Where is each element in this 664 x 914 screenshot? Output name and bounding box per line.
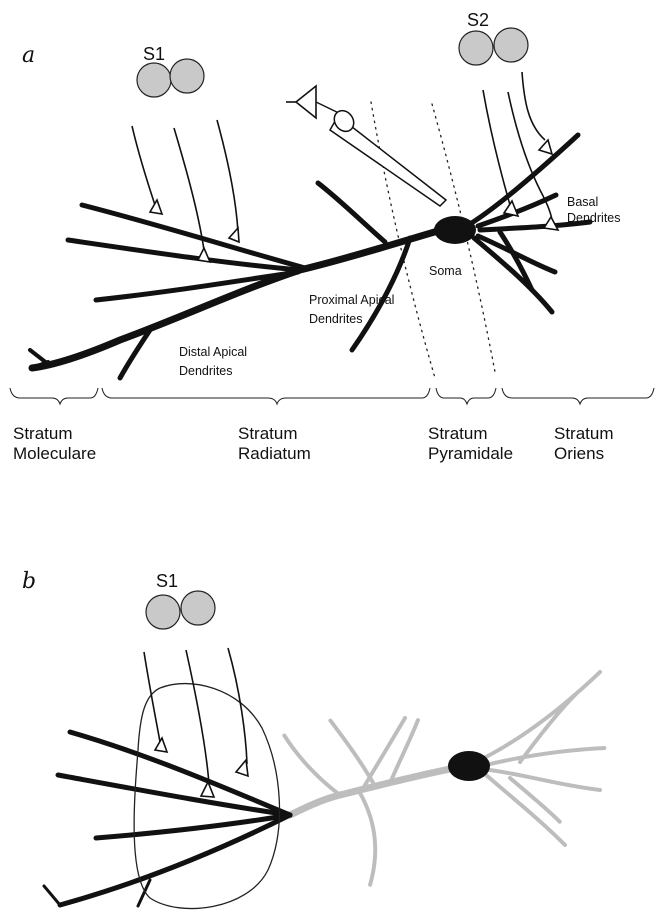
inactive-dendrites-b (284, 672, 605, 885)
brace-oriens (502, 388, 654, 404)
s1-ball-left-a (137, 63, 171, 97)
synapse-icon (229, 228, 239, 242)
proximal-label-line1: Proximal Apical (309, 293, 394, 307)
stratum-oriens-line1: Stratum (554, 424, 614, 443)
panel-b: b S1 (22, 569, 605, 909)
s2-label-a: S2 (467, 10, 489, 30)
synapse-icon (236, 760, 248, 776)
stratum-radiatum-line2: Radiatum (238, 444, 311, 463)
s1-electrode-b: S1 (146, 571, 215, 629)
panel-b-letter: b (22, 569, 36, 594)
distal-label-line1: Distal Apical (179, 345, 247, 359)
basal-label-line2: Dendrites (567, 211, 621, 225)
recording-electrode (286, 86, 446, 206)
brace-moleculare (10, 388, 98, 404)
s1-ball-right-a (170, 59, 204, 93)
amplifier-icon (296, 86, 316, 118)
proximal-branch-1 (318, 183, 385, 242)
synapse-icon (198, 248, 210, 262)
s2-ball-right-a (494, 28, 528, 62)
synapse-icon (539, 140, 552, 154)
soma-b (448, 751, 490, 781)
synapse-icon (504, 201, 518, 216)
soma-a (434, 216, 476, 244)
basal-label-line1: Basal (567, 195, 598, 209)
stratum-braces (10, 388, 654, 404)
stratum-moleculare-line1: Stratum (13, 424, 73, 443)
s2-ball-left-a (459, 31, 493, 65)
s1-ball-left-b (146, 595, 180, 629)
dendritic-tree-a (30, 135, 590, 378)
s1-electrode-a: S1 (137, 44, 204, 97)
s1-label-a: S1 (143, 44, 165, 64)
synapse-icon (150, 200, 162, 214)
stratum-pyramidale-line1: Stratum (428, 424, 488, 443)
synapse-icon (155, 738, 167, 752)
panel-a-letter: a (22, 43, 35, 68)
proximal-label-line2: Dendrites (309, 312, 363, 326)
distal-label-line2: Dendrites (179, 364, 233, 378)
brace-pyramidale (436, 388, 496, 404)
panel-a: a S1 S2 (10, 10, 654, 463)
stratum-moleculare-line2: Moleculare (13, 444, 96, 463)
brace-radiatum (102, 388, 430, 404)
s1-label-b: S1 (156, 571, 178, 591)
s1-ball-right-b (181, 591, 215, 625)
stratum-radiatum-line1: Stratum (238, 424, 298, 443)
stratum-pyramidale-line2: Pyramidale (428, 444, 513, 463)
s1-axons-a (132, 120, 239, 262)
s2-electrode-a: S2 (459, 10, 528, 65)
soma-label: Soma (429, 264, 462, 278)
stratum-oriens-line2: Oriens (554, 444, 604, 463)
active-dendrites-b (44, 732, 290, 906)
distal-branch-3 (96, 272, 298, 300)
